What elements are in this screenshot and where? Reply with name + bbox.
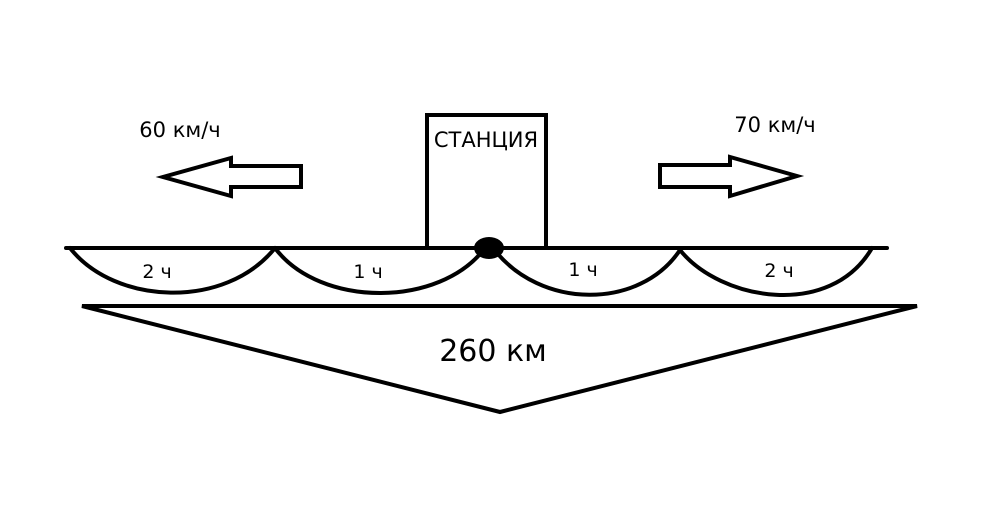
total-distance-label: 260 км xyxy=(439,334,547,369)
segment-arc-left-inner xyxy=(273,246,487,295)
distance-brace xyxy=(81,304,918,415)
segment-arc-right-outer xyxy=(678,246,874,297)
segment-time-label-3: 1 ч xyxy=(568,259,597,281)
right-speed-label: 70 км/ч xyxy=(734,113,815,137)
right-arrow-icon xyxy=(658,154,805,199)
segment-time-label-4: 2 ч xyxy=(764,260,793,282)
station-point xyxy=(474,237,504,259)
left-arrow-icon xyxy=(155,155,303,199)
segment-time-label-2: 1 ч xyxy=(353,261,382,283)
segment-time-label-1: 2 ч xyxy=(142,261,171,283)
left-speed-label: 60 км/ч xyxy=(139,118,220,142)
segment-arc-right-inner xyxy=(491,246,682,297)
station-label: СТАНЦИЯ xyxy=(434,128,538,152)
segment-arc-left-outer xyxy=(68,246,277,295)
